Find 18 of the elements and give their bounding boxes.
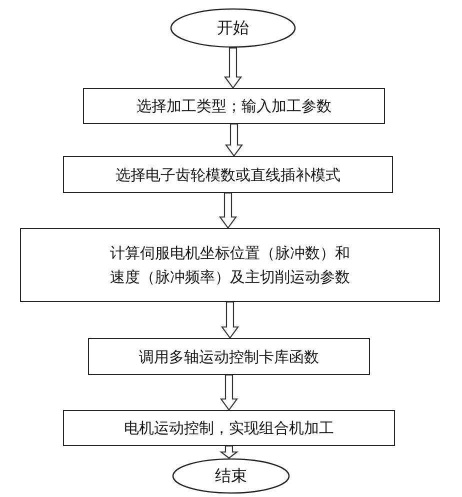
hollow-arrow <box>220 301 240 339</box>
step-text: 调用多轴运动控制卡库函数 <box>138 346 320 368</box>
process-box <box>83 88 385 124</box>
hollow-arrow <box>224 123 244 157</box>
hollow-arrow <box>220 374 238 411</box>
hollow-arrow <box>224 47 242 89</box>
hollow-arrow <box>219 445 239 459</box>
step-text: 选择电子齿轮模数或直线插补模式 <box>114 164 342 186</box>
step-text: 计算伺服电机坐标位置（脉冲数）和速度（脉冲频率）及主切削运动参数 <box>109 243 351 288</box>
step-text: 结束 <box>214 465 248 488</box>
process-box <box>63 156 393 193</box>
hollow-arrow <box>218 192 238 229</box>
process-box <box>20 228 440 302</box>
step-text: 开始 <box>216 17 250 40</box>
step-text: 选择加工类型；输入加工参数 <box>136 96 332 117</box>
process-box <box>63 410 395 446</box>
step-text: 电机运动控制，实现组合机加工 <box>123 418 335 439</box>
process-box <box>88 338 370 375</box>
